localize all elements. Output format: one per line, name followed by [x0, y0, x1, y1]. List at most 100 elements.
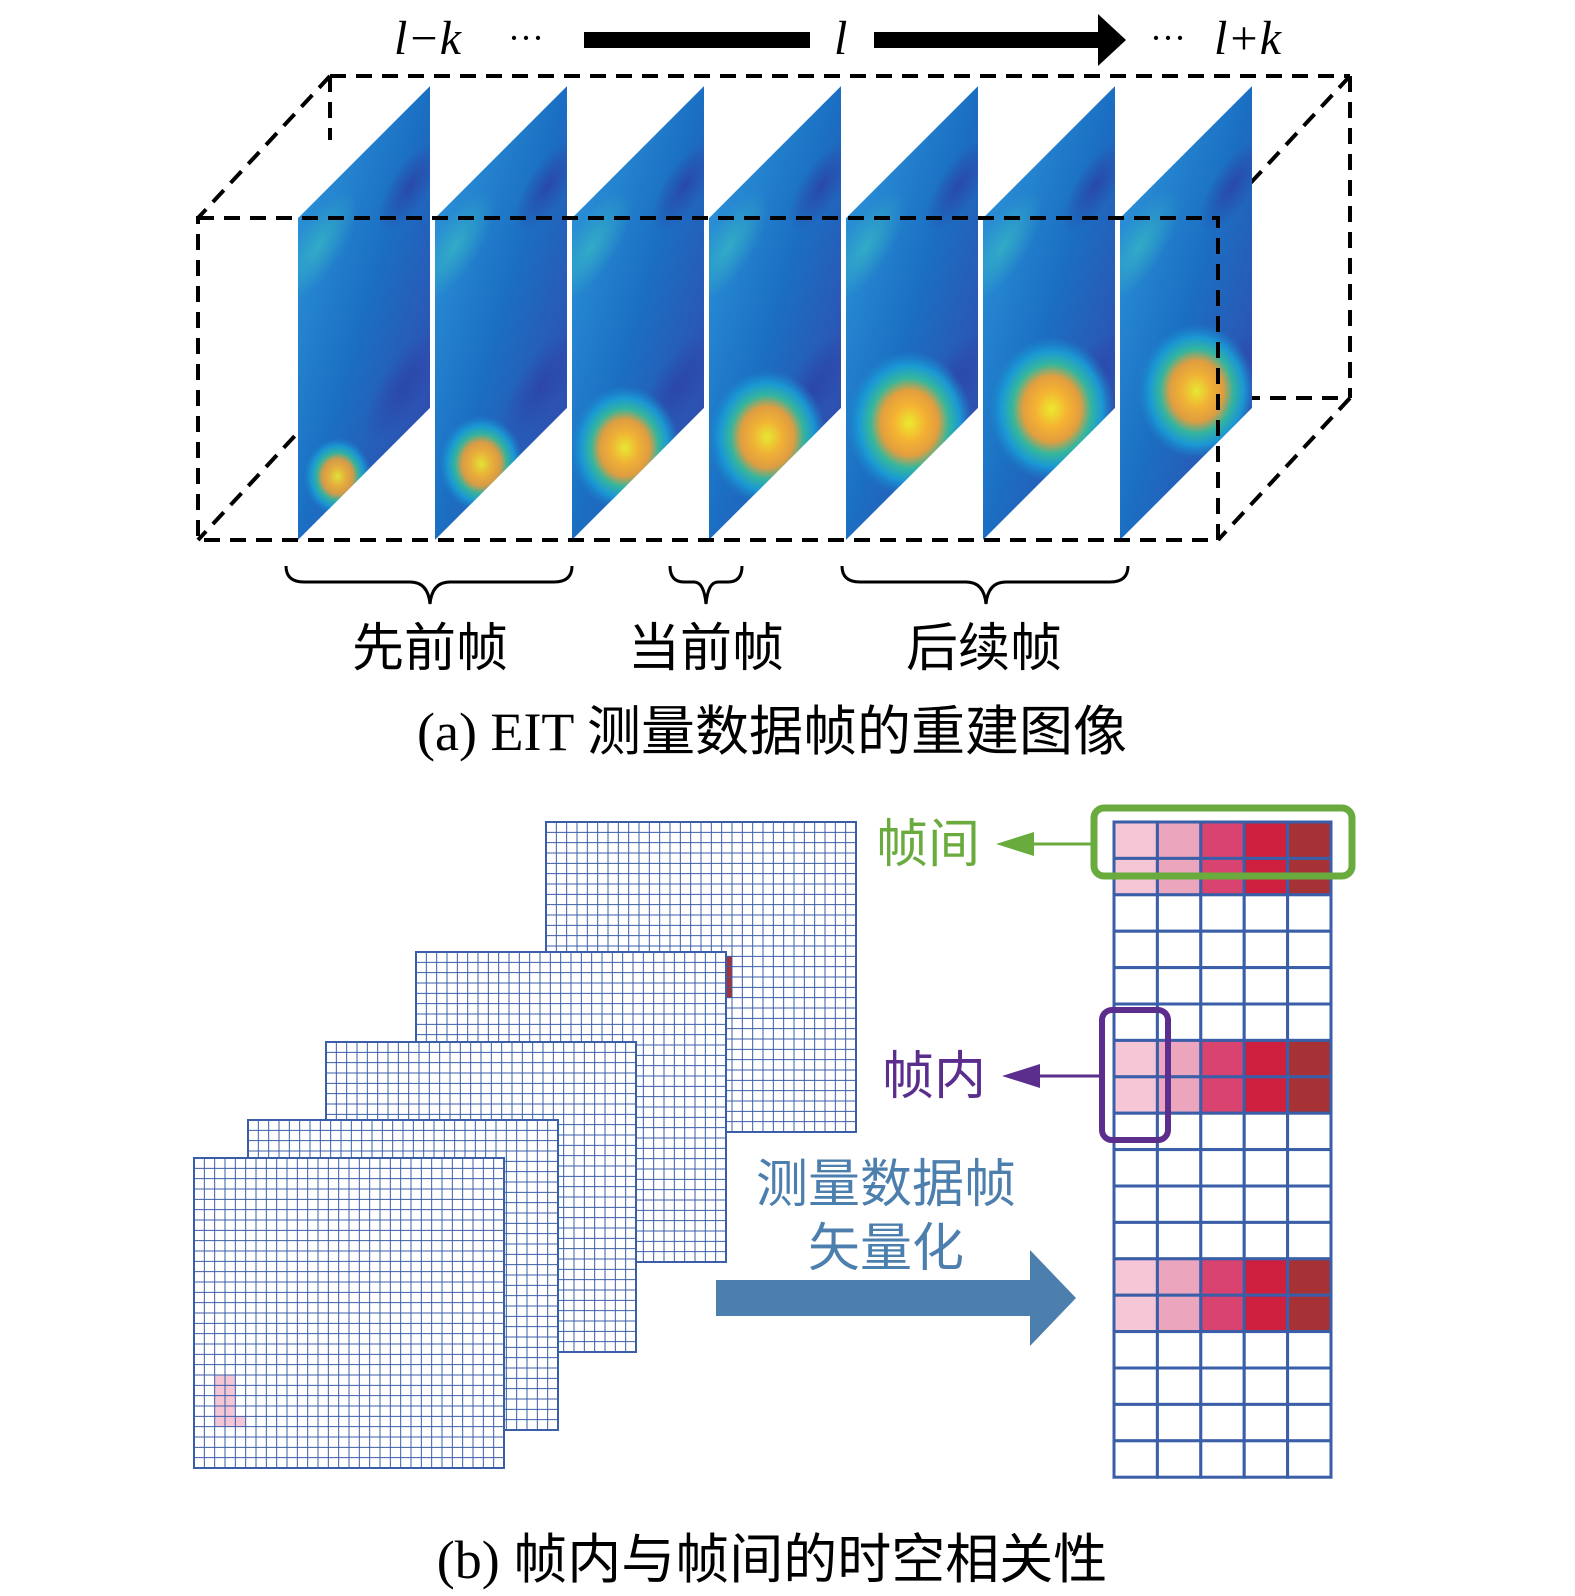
label-previous-frames: 先前帧 — [352, 621, 508, 678]
matrix-cell — [1155, 1148, 1203, 1188]
matrix-cell — [1112, 1293, 1159, 1334]
matrix-cell — [1242, 1075, 1290, 1115]
matrix-cell — [1286, 1293, 1333, 1334]
dashed-box-front — [196, 216, 1220, 542]
matrix-cell — [1199, 820, 1246, 860]
matrix-cell — [1155, 1330, 1203, 1370]
matrix-cell — [1286, 929, 1333, 970]
matrix-cell — [1286, 1402, 1333, 1443]
matrix-cell — [1199, 1293, 1246, 1334]
matrix-cell — [1286, 1257, 1333, 1297]
matrix-cell — [1199, 1002, 1246, 1042]
label-l-minus-k: l−k — [394, 12, 463, 65]
matrix-cell — [1155, 966, 1203, 1006]
matrix-cell — [1286, 1184, 1333, 1224]
label-right-dots: ··· — [1150, 18, 1186, 58]
matrix-cell — [1112, 1111, 1159, 1152]
matrix-cell — [1286, 893, 1333, 933]
matrix-cell — [1242, 1330, 1290, 1370]
matrix-cell — [1242, 1148, 1290, 1188]
matrix-cell — [1242, 1184, 1290, 1224]
matrix-cell — [1112, 966, 1159, 1006]
matrix-cell — [1155, 1075, 1203, 1115]
label-subsequent-frames: 后续帧 — [906, 621, 1062, 678]
matrix-cell — [1199, 966, 1246, 1006]
matrix-cell — [1286, 1002, 1333, 1042]
measurement-grid — [193, 1157, 505, 1469]
matrix-cell — [1199, 1184, 1246, 1224]
matrix-cell — [1112, 1220, 1159, 1261]
matrix-cell — [1199, 1148, 1246, 1188]
vectorize-arrow — [716, 1250, 1076, 1346]
matrix-cell — [1242, 1002, 1290, 1042]
reconstruction-frame — [1120, 86, 1252, 540]
matrix-cell — [1199, 1402, 1246, 1443]
matrix-cell — [1199, 1075, 1246, 1115]
label-inter-frame: 帧间 — [876, 817, 980, 874]
label-l: l — [834, 12, 847, 65]
time-axis-arrowhead — [1098, 14, 1126, 66]
matrix-cell — [1242, 966, 1290, 1006]
label-l-plus-k: l+k — [1214, 12, 1283, 65]
time-axis-bar-left — [584, 32, 810, 48]
reconstruction-frame — [435, 86, 567, 540]
matrix-cell — [1242, 1038, 1290, 1079]
caption-b: (b) 帧内与帧间的时空相关性 — [437, 1530, 1107, 1590]
label-current-frame: 当前帧 — [628, 621, 784, 678]
matrix-cell — [1199, 1257, 1246, 1297]
brace-subsequent — [840, 565, 1130, 605]
matrix-cell — [1112, 1439, 1159, 1479]
matrix-cell — [1199, 1439, 1246, 1479]
matrix-cell — [1199, 1220, 1246, 1261]
matrix-cell — [1286, 1111, 1333, 1152]
vectorized-matrix — [1112, 820, 1333, 1479]
label-vectorize-line1: 测量数据帧 — [756, 1157, 1016, 1214]
label-intra-frame: 帧内 — [882, 1049, 986, 1106]
matrix-cell — [1199, 893, 1246, 933]
matrix-cell — [1112, 820, 1159, 860]
matrix-cell — [1286, 966, 1333, 1006]
matrix-cell — [1286, 1075, 1333, 1115]
reconstruction-frame — [846, 86, 978, 540]
inter-frame-arrowhead — [996, 832, 1034, 856]
matrix-cell — [1242, 1111, 1290, 1152]
matrix-cell — [1199, 929, 1246, 970]
matrix-cell — [1242, 929, 1290, 970]
time-axis-bar-right — [874, 32, 1102, 48]
matrix-cell — [1155, 1402, 1203, 1443]
matrix-cell — [1199, 1330, 1246, 1370]
matrix-cell — [1112, 1075, 1159, 1115]
matrix-cell — [1242, 1366, 1290, 1406]
matrix-cell — [1242, 893, 1290, 933]
reconstruction-frame — [298, 86, 430, 540]
matrix-cell — [1286, 1439, 1333, 1479]
matrix-cell — [1286, 1038, 1333, 1079]
inter-frame-highlight — [1090, 804, 1356, 880]
reconstruction-frame — [572, 86, 704, 540]
matrix-cell — [1112, 1148, 1159, 1188]
matrix-cell — [1242, 1402, 1290, 1443]
matrix-cell — [1155, 893, 1203, 933]
matrix-cell — [1155, 1038, 1203, 1079]
matrix-cell — [1155, 1257, 1203, 1297]
label-left-dots: ··· — [508, 18, 544, 58]
matrix-cell — [1112, 1257, 1159, 1297]
matrix-cell — [1199, 1038, 1246, 1079]
matrix-cell — [1286, 1330, 1333, 1370]
reconstruction-frames — [298, 86, 1252, 540]
caption-a: (a) EIT 测量数据帧的重建图像 — [417, 702, 1127, 762]
panel-a: l−k ··· l ··· l+k — [196, 12, 1352, 762]
matrix-cell — [1155, 820, 1203, 860]
stacked-measurement-grids — [193, 821, 857, 1469]
matrix-cell — [1242, 1439, 1290, 1479]
matrix-cell — [1286, 1148, 1333, 1188]
matrix-cell — [1155, 1439, 1203, 1479]
matrix-cell — [1155, 1220, 1203, 1261]
matrix-cell — [1112, 1366, 1159, 1406]
matrix-cell — [1112, 929, 1159, 970]
matrix-cell — [1242, 1257, 1290, 1297]
brace-current — [668, 565, 744, 605]
matrix-cell — [1155, 1111, 1203, 1152]
matrix-cell — [1112, 893, 1159, 933]
